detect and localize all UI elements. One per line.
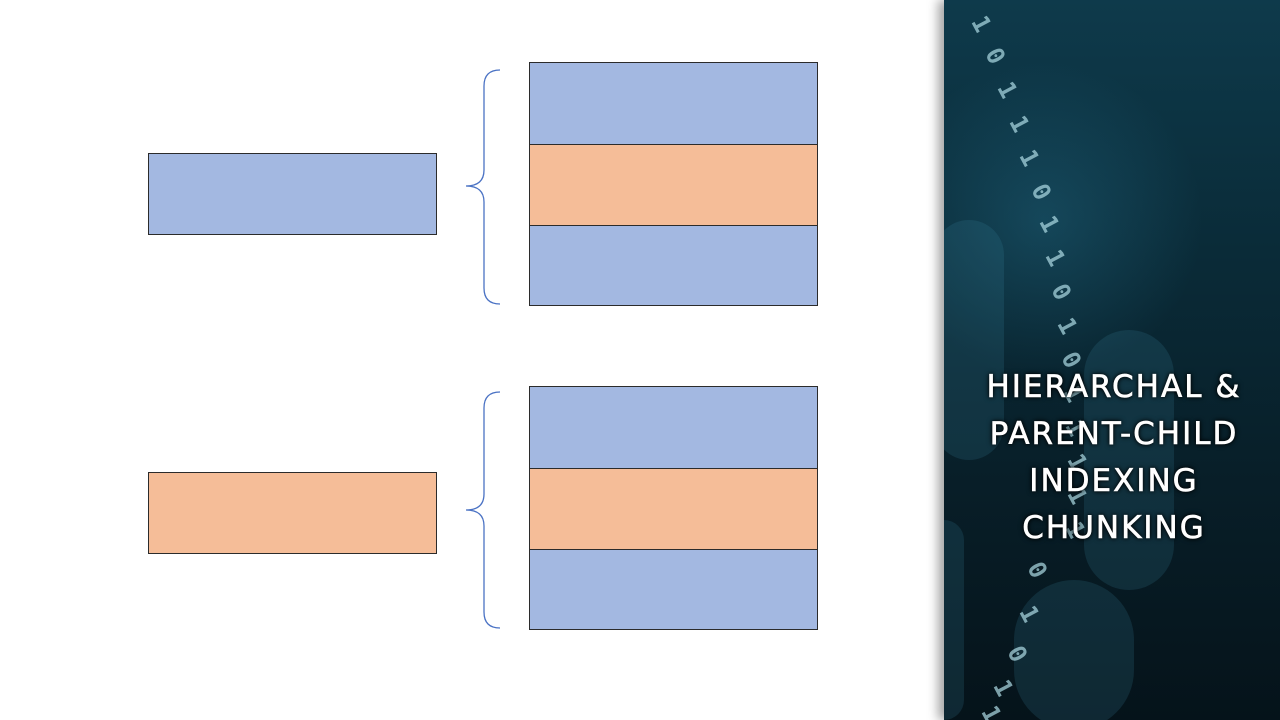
parent-chunk-blue [148, 153, 437, 235]
left-curly-bracket-2 [465, 391, 501, 629]
child-chunk-blue [530, 225, 817, 305]
child-chunk-blue [530, 63, 817, 144]
child-chunk-orange [530, 468, 817, 549]
hand-shape [1084, 330, 1174, 590]
left-curly-bracket-1 [465, 69, 501, 305]
brackets [465, 69, 501, 629]
slide-title: HIERARCHAL & PARENT-CHILD INDEXING CHUNK… [986, 369, 1242, 547]
hand-shape [944, 520, 964, 720]
hand-shape [944, 220, 1004, 460]
binary-digit: 1 [975, 701, 1007, 720]
parent-chunk-orange [148, 472, 437, 554]
child-chunk-blue [530, 387, 817, 468]
child-chunks-stack-1 [529, 62, 818, 306]
binary-digit: 1 [965, 11, 997, 37]
panel-glow [944, 60, 1204, 380]
child-chunks-stack-2 [529, 386, 818, 630]
child-chunk-blue [530, 549, 817, 629]
hand-shape [1014, 580, 1134, 720]
side-panel: 1011101101011111010110 [944, 0, 1280, 720]
binary-digit: 1 [987, 675, 1019, 701]
child-chunk-orange [530, 144, 817, 225]
binary-digit: 0 [1021, 557, 1053, 583]
